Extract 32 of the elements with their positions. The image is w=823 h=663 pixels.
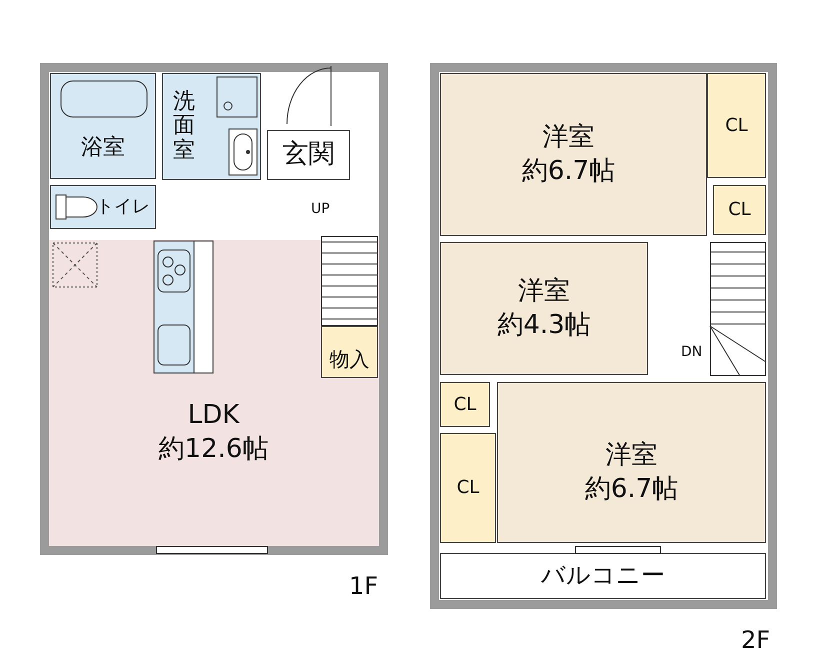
stair-direction-label: DN [681, 344, 702, 360]
room-name: CL [725, 114, 748, 138]
room-name: 浴室 [81, 134, 125, 162]
room-name: 物入 [330, 346, 370, 372]
room-size: 約4.3帖 [497, 308, 591, 342]
room [440, 73, 707, 236]
room-name: 洋室 [542, 120, 594, 154]
room [440, 433, 496, 543]
room [267, 130, 350, 180]
floor-label: 2F [741, 626, 770, 654]
room [440, 553, 766, 599]
room [440, 382, 490, 427]
room-name: トイレ [96, 195, 150, 219]
room [497, 382, 766, 543]
room-size: 約6.7帖 [584, 472, 678, 506]
room-name: バルコニー [541, 560, 665, 592]
floor-label: 1F [349, 572, 378, 600]
room [713, 185, 766, 235]
room-name: CL [456, 476, 480, 500]
room-name: 洗面室 [173, 90, 195, 163]
room-name: LDK [188, 399, 240, 432]
room [321, 326, 378, 378]
room-size: 約12.6帖 [158, 433, 268, 466]
room-name: CL [728, 198, 751, 222]
room [440, 242, 648, 375]
stair-direction-label: UP [311, 201, 330, 217]
room-name: 洋室 [606, 438, 658, 472]
room-name: CL [454, 392, 476, 416]
room-size: 約6.7帖 [522, 154, 616, 188]
room-name: 洋室 [518, 274, 570, 308]
room-name: 玄関 [282, 138, 334, 172]
room [707, 73, 766, 178]
